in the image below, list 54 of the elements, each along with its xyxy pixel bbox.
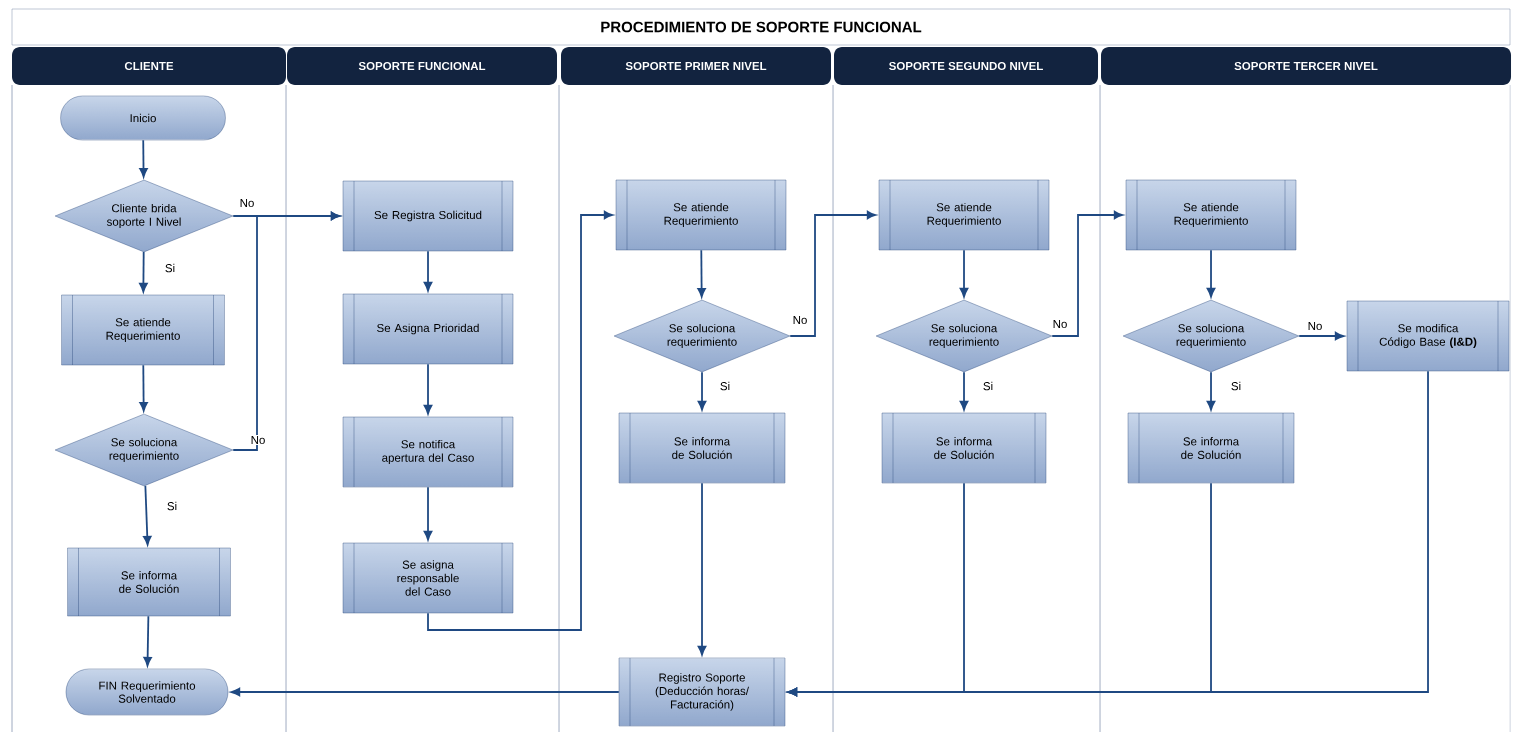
arrow: [959, 249, 969, 298]
edge-label: No: [249, 435, 267, 445]
node-label: SOPORTE FUNCIONAL: [358, 61, 486, 71]
edge-label: No: [791, 315, 809, 325]
node-label: CLIENTE: [124, 61, 174, 71]
arrow: [959, 371, 969, 411]
process-box: Se informa de Solución: [881, 412, 1047, 484]
process-box: Se atiende Requerimiento: [61, 294, 225, 366]
process-box: Se informa de Solución: [618, 412, 786, 484]
arrow: [139, 251, 148, 293]
edge-label: No: [1306, 321, 1324, 331]
process-box: Se asigna responsable del Caso: [342, 542, 514, 614]
arrow: [1206, 371, 1216, 411]
process-box: Se atiende Requerimiento: [878, 179, 1050, 251]
edge-label: Si: [1229, 380, 1243, 392]
lane-header: SOPORTE FUNCIONAL: [287, 47, 557, 85]
process-box: Se notifica apertura del Caso: [342, 416, 514, 488]
arrow: [232, 211, 341, 451]
process-box: Se modifica Código Base (I&D): [1346, 300, 1510, 372]
arrow: [1051, 210, 1124, 337]
lane-header: SOPORTE PRIMER NIVEL: [561, 47, 831, 85]
arrow: [423, 363, 433, 415]
arrow: [139, 364, 148, 412]
arrow: [139, 139, 148, 178]
process-box: Se informa de Solución: [1127, 412, 1295, 484]
arrow: [697, 249, 706, 298]
title-bar: PROCEDIMIENTO DE SOPORTE FUNCIONAL: [11, 8, 1511, 46]
arrow: [697, 482, 707, 656]
edge-label: Si: [165, 500, 179, 512]
process-box: Se informa de Solución: [67, 547, 231, 617]
arrow: [787, 370, 1429, 697]
arrow: [697, 371, 707, 411]
arrow: [1298, 331, 1345, 341]
edge-label: No: [1051, 319, 1069, 329]
process-box: Se Asigna Prioridad: [342, 293, 514, 365]
arrow: [230, 687, 620, 697]
lane-header: CLIENTE: [12, 47, 286, 85]
arrow: [789, 210, 877, 337]
arrow: [423, 486, 433, 541]
arrow: [427, 210, 614, 631]
edge-label: Si: [163, 262, 177, 274]
arrow: [423, 250, 433, 292]
process-box: Se Registra Solicitud: [342, 180, 514, 252]
lane-header: SOPORTE TERCER NIVEL: [1101, 47, 1511, 85]
arrow: [143, 615, 152, 667]
edge-label: Si: [718, 380, 732, 392]
arrow: [143, 484, 152, 546]
edge-label: No: [238, 198, 256, 208]
arrow: [1206, 249, 1216, 298]
edge-label: Si: [981, 380, 995, 392]
process-box: Registro Soporte (Deducción horas/ Facturación): [618, 657, 786, 727]
process-box: Se atiende Requerimiento: [1125, 179, 1297, 251]
lane-header: SOPORTE SEGUNDO NIVEL: [834, 47, 1098, 85]
process-box: Se atiende Requerimiento: [615, 179, 787, 251]
